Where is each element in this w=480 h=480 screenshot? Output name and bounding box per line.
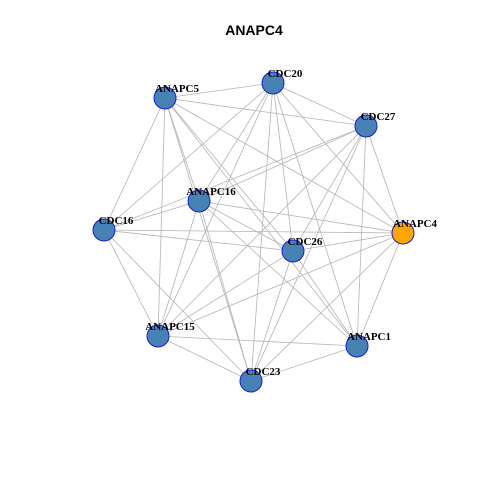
edge-anapc5-cdc26 bbox=[164, 97, 294, 252]
edge-anapc5-anapc1 bbox=[164, 97, 358, 347]
edge-cdc16-cdc26 bbox=[103, 229, 294, 252]
node-label-cdc20: CDC20 bbox=[268, 68, 303, 80]
edge-cdc20-cdc16 bbox=[103, 82, 274, 231]
node-label-anapc4: ANAPC4 bbox=[393, 218, 437, 230]
node-anapc15[interactable] bbox=[146, 324, 170, 348]
edge-cdc20-anapc16 bbox=[198, 82, 274, 202]
edge-anapc5-cdc27 bbox=[164, 97, 367, 127]
node-anapc4[interactable] bbox=[391, 221, 415, 245]
edge-cdc27-cdc26 bbox=[292, 125, 367, 252]
diagram-title: ANAPC4 bbox=[225, 22, 283, 38]
edge-cdc20-anapc1 bbox=[272, 82, 358, 347]
node-layer bbox=[92, 71, 415, 393]
edge-cdc23-anapc4 bbox=[250, 232, 404, 382]
node-cdc26[interactable] bbox=[281, 239, 305, 263]
edge-anapc5-cdc23 bbox=[164, 97, 252, 382]
edge-anapc16-anapc4 bbox=[198, 200, 404, 234]
edge-anapc16-cdc16 bbox=[103, 200, 200, 231]
edge-cdc27-anapc16 bbox=[198, 125, 367, 202]
node-label-cdc16: CDC16 bbox=[99, 215, 134, 227]
node-cdc20[interactable] bbox=[261, 71, 285, 95]
edge-cdc20-anapc4 bbox=[272, 82, 404, 234]
node-anapc1[interactable] bbox=[345, 334, 369, 358]
edge-anapc1-cdc23 bbox=[250, 345, 358, 382]
edge-anapc15-cdc23 bbox=[157, 335, 252, 382]
edge-cdc27-anapc1 bbox=[356, 125, 367, 347]
node-cdc23[interactable] bbox=[239, 369, 263, 393]
node-cdc16[interactable] bbox=[92, 218, 116, 242]
edge-cdc26-anapc4 bbox=[292, 232, 404, 252]
node-label-anapc15: ANAPC15 bbox=[145, 321, 195, 333]
node-anapc5[interactable] bbox=[153, 86, 177, 110]
edge-layer bbox=[103, 82, 404, 382]
node-cdc27[interactable] bbox=[354, 114, 378, 138]
edge-anapc5-cdc16 bbox=[103, 97, 166, 231]
edge-anapc16-anapc1 bbox=[198, 200, 358, 347]
node-anapc16[interactable] bbox=[187, 189, 211, 213]
node-label-anapc16: ANAPC16 bbox=[186, 186, 236, 198]
edge-cdc20-cdc26 bbox=[272, 82, 294, 252]
edge-cdc20-cdc23 bbox=[250, 82, 274, 382]
edge-cdc16-cdc23 bbox=[103, 229, 252, 382]
edge-anapc5-anapc15 bbox=[157, 97, 166, 337]
edge-cdc27-cdc16 bbox=[103, 125, 367, 231]
edge-anapc5-anapc16 bbox=[164, 97, 200, 202]
edge-anapc15-anapc4 bbox=[157, 232, 404, 337]
node-label-cdc26: CDC26 bbox=[288, 236, 323, 248]
edge-anapc16-anapc15 bbox=[157, 200, 200, 337]
edge-anapc15-anapc1 bbox=[157, 335, 358, 347]
edge-anapc1-anapc4 bbox=[356, 232, 404, 347]
node-label-anapc1: ANAPC1 bbox=[347, 331, 391, 343]
edge-cdc26-anapc1 bbox=[292, 250, 358, 347]
edge-cdc26-cdc23 bbox=[250, 250, 294, 382]
edge-cdc27-cdc23 bbox=[250, 125, 367, 382]
edge-anapc16-cdc26 bbox=[198, 200, 294, 252]
edge-cdc20-cdc27 bbox=[272, 82, 367, 127]
node-label-anapc5: ANAPC5 bbox=[155, 83, 199, 95]
edge-anapc5-cdc20 bbox=[164, 82, 274, 99]
node-label-cdc27: CDC27 bbox=[361, 111, 396, 123]
edge-cdc27-anapc4 bbox=[365, 125, 404, 234]
edge-cdc16-anapc4 bbox=[103, 229, 404, 234]
node-label-cdc23: CDC23 bbox=[246, 366, 281, 378]
edge-cdc16-anapc15 bbox=[103, 229, 159, 337]
edge-cdc27-anapc15 bbox=[157, 125, 367, 337]
edge-cdc26-anapc15 bbox=[157, 250, 294, 337]
edge-anapc5-anapc4 bbox=[164, 97, 404, 234]
